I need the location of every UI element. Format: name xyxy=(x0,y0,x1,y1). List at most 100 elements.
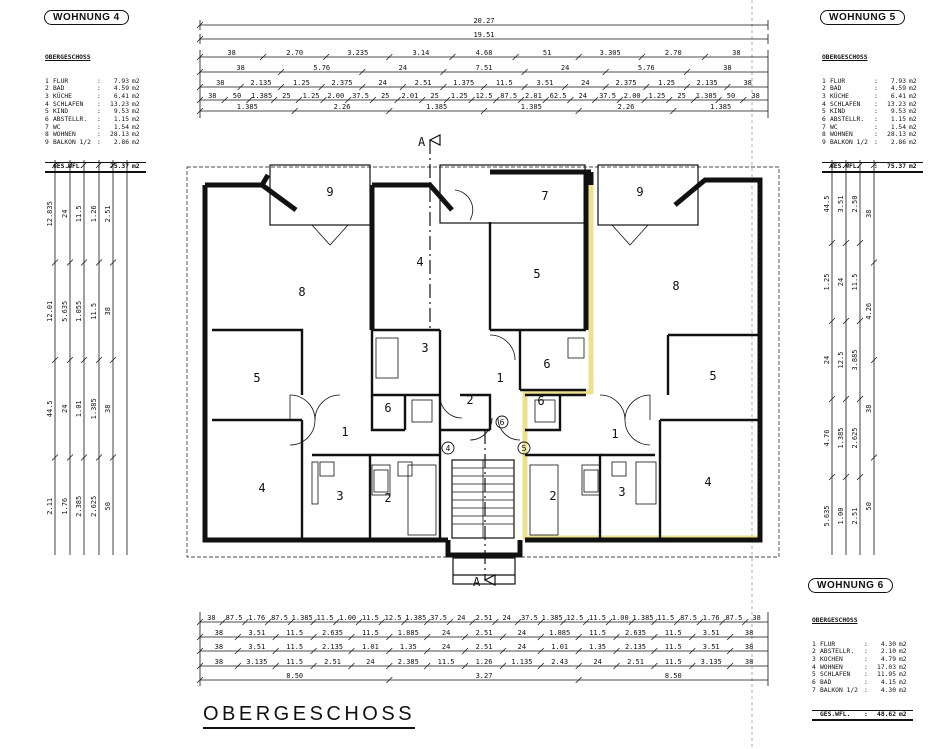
dimension-tick xyxy=(196,633,204,641)
exterior-walls xyxy=(202,169,763,558)
dimension-tick xyxy=(386,107,393,115)
dimension-tick xyxy=(196,107,204,115)
dimension-tick xyxy=(66,356,74,364)
dimension-label: 1.385 xyxy=(90,398,98,419)
dimension-label: 2.635 xyxy=(322,629,343,637)
dimension-label: 24 xyxy=(581,79,589,87)
dimension-label: 1.25 xyxy=(293,79,310,87)
dimension-label: 12.5 xyxy=(566,614,583,622)
dimension-tick xyxy=(724,83,731,91)
dimension-label: 11.5 xyxy=(665,658,682,666)
dimension-tick xyxy=(842,473,850,481)
circle-marker-label: 5 xyxy=(522,444,527,453)
dimension-tick xyxy=(690,96,698,104)
dimension-tick xyxy=(310,618,317,626)
dimension-label: 2.70 xyxy=(286,49,303,57)
dimension-tick xyxy=(537,633,545,641)
dimension-label: 19.51 xyxy=(473,31,494,39)
dimension-label: 38 xyxy=(865,210,873,218)
dimension-tick xyxy=(440,68,447,76)
dimension-tick xyxy=(423,647,431,655)
dimension-tick xyxy=(521,68,528,76)
dimension-label: 44.5 xyxy=(823,196,831,213)
room-number: 6 xyxy=(537,394,544,408)
dimension-label: 2.51 xyxy=(104,205,112,222)
dimension-tick xyxy=(726,633,734,641)
dimension-label: 37.5 xyxy=(521,614,538,622)
dimension-label: 3.305 xyxy=(600,49,621,57)
dimension-label: 38 xyxy=(743,79,751,87)
dimension-label: 3.27 xyxy=(476,672,493,680)
dimension-tick xyxy=(109,259,117,266)
circle-marker-label: 6 xyxy=(500,418,505,427)
dimension-tick xyxy=(378,618,386,626)
dimension-label: 50 xyxy=(727,92,735,100)
dimension-tick xyxy=(237,83,244,91)
dimension-label: 25 xyxy=(282,92,290,100)
dimension-label: 11.5 xyxy=(496,79,513,87)
dimension-tick xyxy=(461,633,469,641)
dimension-tick xyxy=(310,633,317,641)
dimension-tick xyxy=(446,618,454,626)
dimension-label: 2.385 xyxy=(398,658,419,666)
dimension-tick xyxy=(689,647,696,655)
dimension-label: 24 xyxy=(502,614,510,622)
room-number: 2 xyxy=(384,491,391,505)
circle-marker-label: 4 xyxy=(446,444,451,453)
dimension-label: 50 xyxy=(104,502,112,510)
dimension-tick xyxy=(643,83,650,91)
dimension-label: 2.70 xyxy=(665,49,682,57)
dimension-tick xyxy=(828,239,836,247)
dimension-tick xyxy=(359,83,366,91)
dimension-tick xyxy=(399,83,407,91)
dimension-tick xyxy=(277,68,285,76)
dimension-label: 38 xyxy=(227,49,235,57)
dimension-tick xyxy=(310,662,317,670)
dimension-label: 1.25 xyxy=(303,92,320,100)
dimension-label: 7.51 xyxy=(476,64,493,72)
dimension-label: 1.76 xyxy=(248,614,265,622)
left-dimension-labels: 12.83512.0144.52.11245.635241.7611.51.05… xyxy=(46,201,112,517)
dimension-label: 3.51 xyxy=(248,629,265,637)
room-number: 6 xyxy=(384,401,391,415)
dimension-tick xyxy=(196,68,204,76)
dimension-label: 11.5 xyxy=(90,303,98,320)
dimension-label: 1.385 xyxy=(426,103,447,111)
dimension-label: 1.01 xyxy=(75,400,83,417)
unit-5-highlight xyxy=(522,172,763,541)
dimension-label: 2.375 xyxy=(615,79,636,87)
dimension-tick xyxy=(259,53,267,61)
dimension-tick xyxy=(673,618,681,626)
dimension-tick xyxy=(196,35,204,43)
dimension-label: 8.50 xyxy=(665,672,682,680)
dimension-tick xyxy=(234,647,242,655)
dimension-tick xyxy=(719,618,726,626)
dimension-tick xyxy=(696,618,704,626)
circle-markers: 4 5 6 xyxy=(441,415,531,455)
dimension-label: 1.885 xyxy=(549,629,570,637)
dimension-tick xyxy=(234,662,242,670)
dimension-tick xyxy=(537,647,545,655)
dimension-label: 12.5 xyxy=(837,352,845,369)
dimension-tick xyxy=(670,107,677,115)
dimension-label: 2.43 xyxy=(551,658,568,666)
right-dimension-labels: 44.51.25244.765.6353.512412.51.3851.002.… xyxy=(823,196,873,527)
dimension-label: 3.51 xyxy=(703,643,720,651)
dimension-label: 2.51 xyxy=(476,643,493,651)
room-number: 1 xyxy=(496,371,503,385)
dimension-tick xyxy=(870,259,878,266)
dimension-tick xyxy=(344,96,352,104)
dimension-tick xyxy=(359,68,366,76)
dimension-tick xyxy=(423,662,431,670)
dimension-label: 1.385 xyxy=(292,614,313,622)
section-line xyxy=(428,134,496,586)
dimension-label: 11.5 xyxy=(317,614,334,622)
dimension-tick xyxy=(369,96,377,104)
dimension-label: 38 xyxy=(208,92,216,100)
